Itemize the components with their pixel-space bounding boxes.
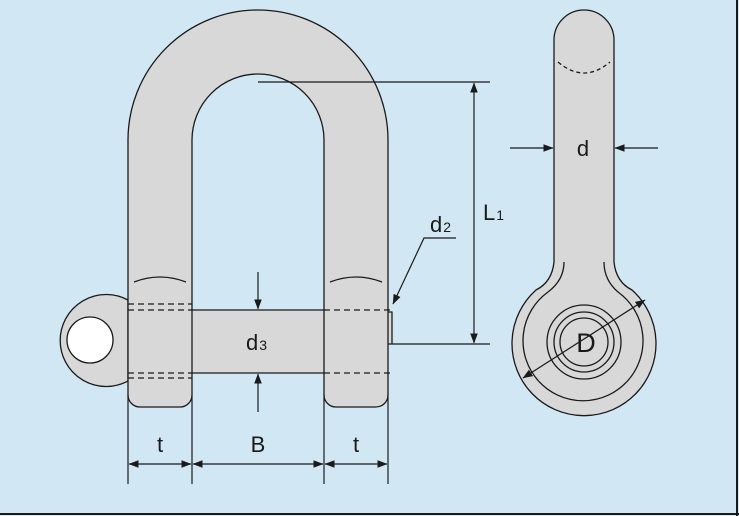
- dimension-lines: [127, 81, 658, 484]
- pin-eye-hole: [66, 316, 114, 364]
- label-d3: d3: [246, 330, 267, 355]
- pin-body: [189, 309, 327, 374]
- label-l1: L1: [483, 200, 504, 225]
- label-d2-sub: 2: [443, 219, 451, 235]
- label-d3-main: d: [246, 330, 258, 355]
- side-inner-contour: [522, 261, 644, 402]
- label-b: B: [251, 432, 266, 457]
- label-l1-main: L: [483, 200, 495, 225]
- label-t-right: t: [353, 432, 359, 457]
- label-d2-main: d: [430, 212, 442, 237]
- label-d: d: [577, 136, 589, 161]
- dim-d2-leader: [392, 237, 456, 305]
- dim-big-d: [522, 299, 646, 379]
- side-top-hidden-line: [557, 61, 611, 74]
- label-big-d: D: [576, 328, 596, 358]
- label-d3-sub: 3: [259, 337, 267, 353]
- pin-hidden-lines: [128, 303, 392, 379]
- label-t-left: t: [157, 432, 163, 457]
- shackle-front-view: [59, 9, 393, 408]
- label-l1-sub: 1: [496, 207, 504, 223]
- label-d2: d2: [430, 212, 451, 237]
